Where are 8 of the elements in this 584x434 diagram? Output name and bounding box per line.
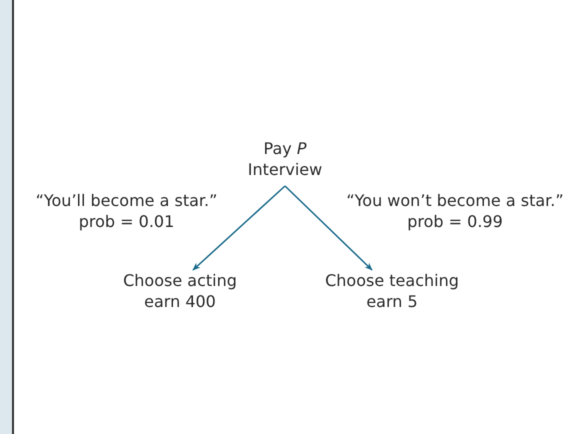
node-text: earn 400	[143, 291, 217, 312]
arrow	[284, 185, 373, 271]
node-text: Interview	[246, 159, 324, 180]
arrow	[192, 185, 286, 271]
node-text: Choose teaching	[324, 270, 460, 291]
node-text: earn 5	[365, 291, 419, 312]
node-text: Choose acting	[122, 270, 238, 291]
node-text: Pay P	[262, 138, 308, 159]
